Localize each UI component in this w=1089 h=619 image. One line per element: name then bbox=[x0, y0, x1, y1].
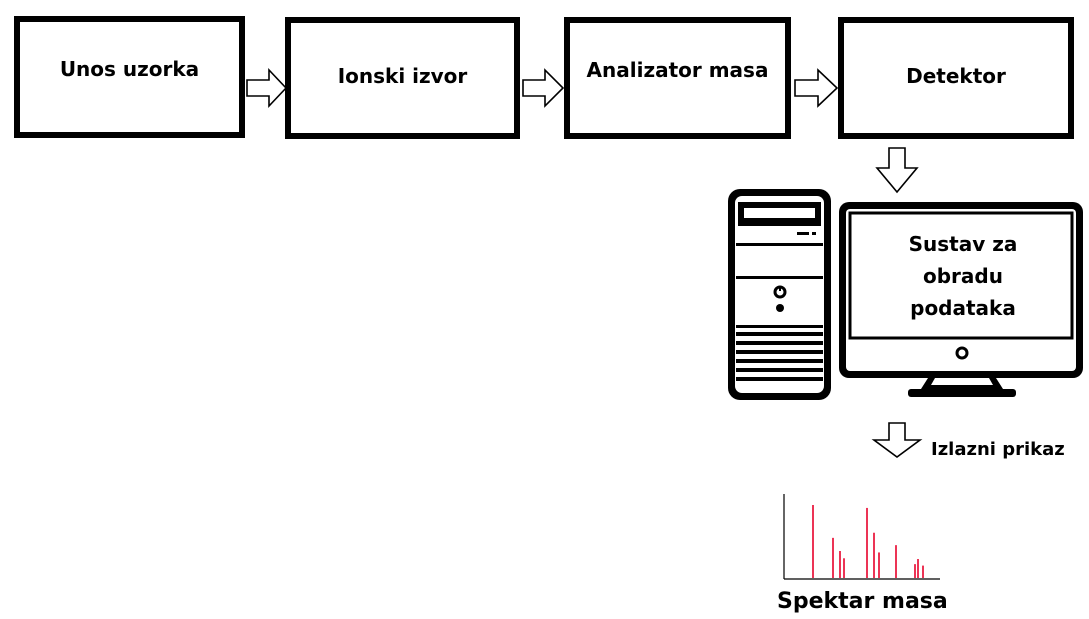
step-label: Unos uzorka bbox=[59, 57, 200, 81]
flow-arrow-right-icon bbox=[522, 68, 565, 108]
step-label: Detektor bbox=[906, 64, 1006, 88]
step-box-sample-input: Unos uzorka bbox=[14, 16, 245, 138]
step-box-ion-source: Ionski izvor bbox=[285, 17, 520, 139]
processing-line: obradu bbox=[923, 264, 1003, 288]
processing-line: Sustav za bbox=[908, 232, 1018, 256]
flow-arrow-down-icon bbox=[871, 422, 923, 458]
spectrum-peaks bbox=[812, 505, 924, 578]
flow-arrow-right-icon bbox=[794, 68, 839, 108]
step-label: Analizator masa bbox=[586, 58, 769, 82]
step-box-detector: Detektor bbox=[838, 17, 1074, 139]
step-label: Ionski izvor bbox=[337, 64, 468, 88]
processing-line: podataka bbox=[910, 296, 1016, 320]
step-box-mass-analyzer: Analizator masa bbox=[564, 17, 791, 139]
spectrum-caption: Spektar masa bbox=[777, 589, 948, 614]
monitor-icon bbox=[839, 202, 1083, 397]
processing-system-label: Sustav za obradu podataka bbox=[850, 228, 1076, 324]
flow-arrow-right-icon bbox=[246, 67, 288, 109]
computer-tower-icon bbox=[728, 189, 831, 400]
output-label: Izlazni prikaz bbox=[931, 439, 1065, 460]
flow-arrow-down-icon bbox=[875, 147, 919, 194]
